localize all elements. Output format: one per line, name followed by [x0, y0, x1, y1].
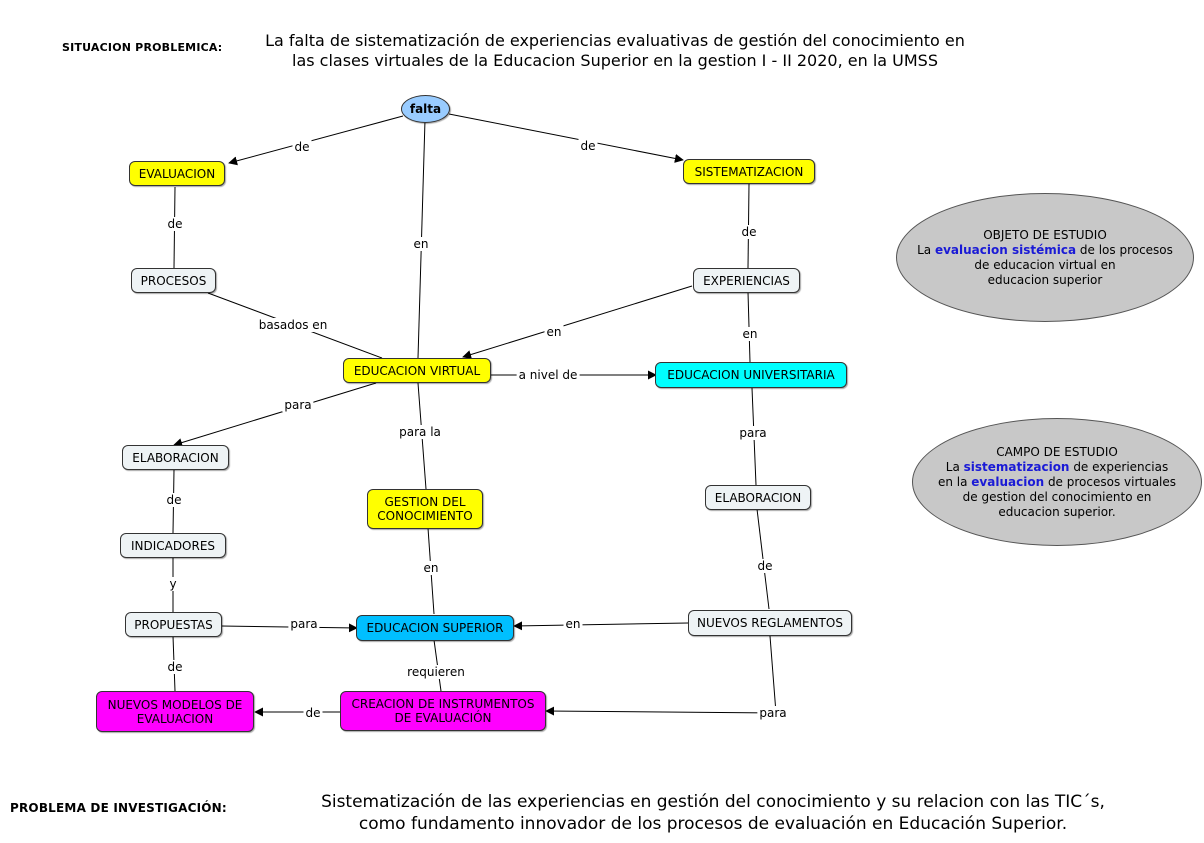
label-elaboracion-indicadores: de [164, 493, 184, 507]
concept-educacion-superior[interactable]: EDUCACION SUPERIOR [356, 615, 514, 641]
link-falta-evaluacion [228, 115, 404, 166]
concept-falta[interactable]: falta [401, 95, 450, 123]
campo-pre: La [945, 459, 960, 474]
concept-nuevos-reglamentos[interactable]: NUEVOS REGLAMENTOS [688, 610, 852, 636]
link-experiencias-virtual [462, 285, 693, 359]
label-experiencias-universitaria: en [740, 327, 760, 341]
label-evaluacion-procesos: de [165, 217, 185, 231]
link-reglamentos-superior [513, 621, 689, 631]
label-propuestas-superior: para [288, 617, 320, 631]
concept-procesos[interactable]: PROCESOS [131, 268, 216, 293]
objeto-highlight: evaluacion sistémica [934, 242, 1077, 257]
concept-evaluacion[interactable]: EVALUACION [129, 161, 225, 186]
label-falta-virtual: en [411, 237, 431, 251]
objeto-de-estudio-oval: OBJETO DE ESTUDIO La evaluacion sistémic… [896, 193, 1194, 322]
objeto-line-3: de educacion virtual en [974, 257, 1116, 272]
label-reglamentos-superior: en [563, 617, 583, 631]
concept-indicadores[interactable]: INDICADORES [120, 533, 226, 558]
label-falta-sistematizacion: de [578, 139, 598, 153]
objeto-line-4: educacion superior [987, 272, 1103, 287]
campo-de-estudio-oval: CAMPO DE ESTUDIO La sistematizacion de e… [912, 418, 1202, 546]
concept-educacion-universitaria[interactable]: EDUCACION UNIVERSITARIA [655, 362, 847, 388]
concept-propuestas[interactable]: PROPUESTAS [125, 612, 222, 637]
situation-text-line-2: las clases virtuales de la Educacion Sup… [292, 51, 938, 70]
concept-creacion-line-2: DE EVALUACIÓN [394, 711, 492, 725]
concept-educacion-virtual[interactable]: EDUCACION VIRTUAL [343, 358, 491, 383]
concept-nuevos-modelos-line-1: NUEVOS MODELOS DE [107, 697, 243, 712]
link-virtual-elaboracion [173, 382, 377, 447]
concept-creacion-line-1: CREACION DE INSTRUMENTOS [351, 697, 535, 711]
objeto-post: de los procesos [1079, 242, 1173, 257]
campo-highlight-2: evaluacion [971, 474, 1045, 489]
label-universitaria-elaboracion: para [737, 426, 769, 440]
label-creacion-modelos: de [303, 706, 323, 720]
label-propuestas-modelos: de [165, 660, 185, 674]
campo-line-4: de gestion del conocimiento en [962, 489, 1152, 504]
concept-nuevos-modelos-line-2: EVALUACION [136, 711, 214, 726]
problem-label: PROBLEMA DE INVESTIGACIÓN: [10, 801, 227, 815]
concept-gestion-line-2: CONOCIMIENTO [377, 509, 473, 523]
objeto-line-2: La evaluacion sistémica de los procesos [917, 243, 1173, 258]
concept-nuevos-modelos[interactable]: NUEVOS MODELOS DE EVALUACION [96, 691, 254, 732]
label-virtual-universitaria: a nivel de [516, 368, 580, 382]
campo-highlight-1: sistematizacion [963, 459, 1070, 474]
label-virtual-elaboracion: para [282, 398, 314, 412]
label-indicadores-propuestas: y [167, 577, 179, 591]
concept-elaboracion-left[interactable]: ELABORACION [122, 445, 229, 470]
campo-post-1: de experiencias [1073, 459, 1169, 474]
link-reglamentos-creacion [769, 635, 777, 714]
concept-creacion-instrumentos[interactable]: CREACION DE INSTRUMENTOS DE EVALUACIÓN [340, 691, 546, 731]
objeto-title: OBJETO DE ESTUDIO [983, 227, 1107, 242]
campo-line-3: en la evaluacion de procesos virtuales [938, 475, 1176, 490]
situation-text: La falta de sistematización de experienc… [250, 31, 980, 71]
campo-post-2: de procesos virtuales [1047, 474, 1177, 489]
label-sistematizacion-experiencias: de [739, 225, 759, 239]
concept-sistematizacion[interactable]: SISTEMATIZACION [683, 159, 815, 184]
concept-gestion-line-1: GESTION DEL [384, 495, 466, 509]
label-superior-creacion: requieren [405, 665, 467, 679]
concept-gestion-conocimiento[interactable]: GESTION DEL CONOCIMIENTO [367, 489, 483, 529]
concept-elaboracion-right[interactable]: ELABORACION [705, 485, 811, 510]
problem-text-line-1: Sistematización de las experiencias en g… [321, 792, 1105, 812]
campo-line-2: La sistematizacion de experiencias [946, 460, 1168, 475]
label-reglamentos-creacion: para [757, 706, 789, 720]
label-elaboracion-reglamentos: de [755, 559, 775, 573]
objeto-pre: La [917, 242, 932, 257]
problem-text: Sistematización de las experiencias en g… [268, 791, 1158, 835]
label-procesos-virtual: basados en [256, 318, 330, 332]
concept-experiencias[interactable]: EXPERIENCIAS [693, 268, 800, 293]
link-falta-sistematizacion [448, 113, 684, 163]
campo-title: CAMPO DE ESTUDIO [996, 444, 1118, 459]
situation-text-line-1: La falta de sistematización de experienc… [265, 31, 965, 50]
problem-text-line-2: como fundamento innovador de los proceso… [358, 814, 1068, 834]
situation-label: SITUACION PROBLEMICA: [62, 41, 223, 54]
link-reglamentos-creacion-arrow [545, 706, 777, 716]
label-experiencias-virtual: en [544, 325, 564, 339]
label-virtual-gestion: para la [397, 425, 443, 439]
label-gestion-superior: en [421, 561, 441, 575]
label-falta-evaluacion: de [292, 140, 312, 154]
campo-pre-2: en la [937, 474, 968, 489]
campo-line-5: educacion superior. [998, 504, 1116, 519]
